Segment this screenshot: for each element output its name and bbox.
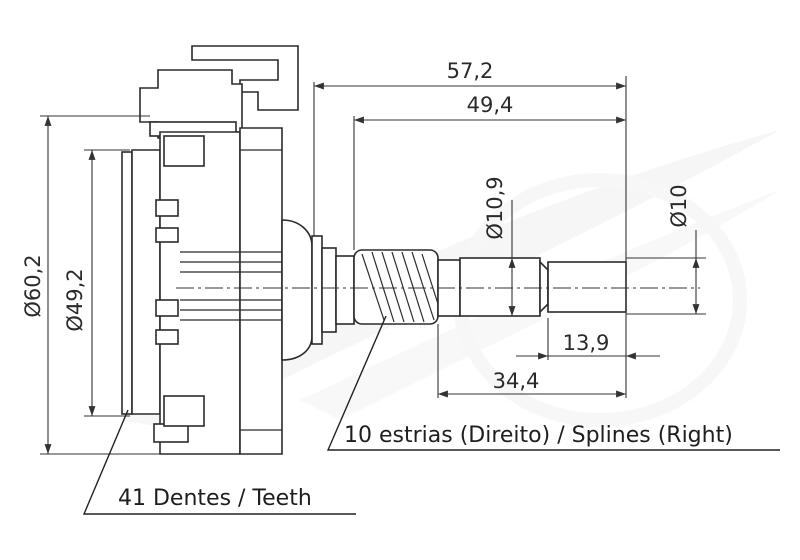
dim-groove-offset: 13,9: [563, 331, 610, 355]
dim-flange-diameter: Ø60,2: [21, 254, 45, 317]
dim-pinion-diameter: Ø10,9: [483, 176, 507, 239]
splines-note: 10 estrias (Direito) / Splines (Right): [344, 423, 733, 448]
internal-splines: [180, 251, 282, 321]
dim-gear-diameter: Ø49,2: [63, 268, 87, 331]
dim-pinion-offset: 34,4: [493, 369, 540, 393]
pinion-teeth: [361, 251, 439, 323]
dim-shaft-length: 49,4: [467, 93, 514, 117]
dimension-lines: [40, 76, 706, 455]
dim-overall-length: 57,2: [447, 59, 494, 83]
teeth-note: 41 Dentes / Teeth: [118, 486, 312, 511]
dim-shaft-diameter: Ø10: [667, 184, 691, 227]
leader-lines: [82, 315, 780, 515]
part-outline: [121, 45, 627, 455]
